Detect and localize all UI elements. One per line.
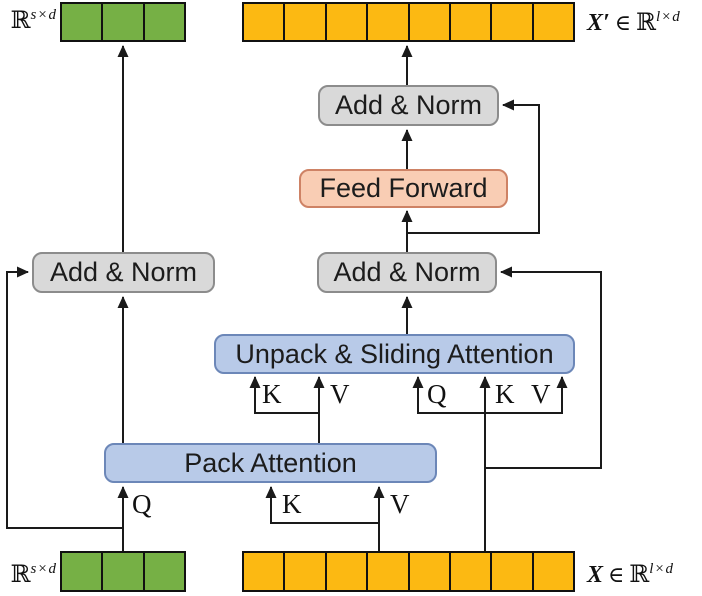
wire-x-to-unpack-v <box>485 376 568 414</box>
packed-input-bar <box>60 551 186 592</box>
element-of-symbol: ∈ <box>608 562 625 587</box>
unpack-left-k-label: K <box>262 379 282 409</box>
unpacked-input-bar <box>242 551 575 592</box>
unpack-sliding-attention-block: Unpack & Sliding Attention <box>214 334 575 374</box>
token-cell <box>492 553 534 590</box>
tensor-label-bottom-left: ℝs×d <box>0 561 57 588</box>
token-cell <box>145 553 184 590</box>
tensor-label-top-left: ℝs×d <box>0 7 57 34</box>
pack-v-label: V <box>390 489 410 519</box>
unpacked-output-bar <box>242 2 575 42</box>
token-cell <box>103 4 145 40</box>
tensor-superscript: s×d <box>30 561 57 577</box>
unpack-left-v-label: V <box>330 379 350 409</box>
set-symbol: ℝ <box>629 560 650 588</box>
set-symbol: ℝ <box>636 8 657 36</box>
token-cell <box>244 4 286 40</box>
wire-pack-to-unpack-k <box>249 376 319 414</box>
feed-forward-block: Feed Forward <box>299 169 508 208</box>
token-cell <box>327 553 369 590</box>
wire-x-to-pack-k <box>265 486 379 524</box>
tensor-superscript: l×d <box>649 561 675 577</box>
unpack-right-k-label: K <box>495 379 515 409</box>
token-cell <box>534 553 573 590</box>
token-cell <box>103 553 145 590</box>
token-cell <box>62 4 104 40</box>
unpack-right-q-label: Q <box>427 379 447 409</box>
token-cell <box>285 553 327 590</box>
tensor-label-top-right: X′∈ℝl×d <box>587 9 681 36</box>
set-symbol: ℝ <box>10 6 31 34</box>
token-cell <box>285 4 327 40</box>
pack-q-label: Q <box>132 489 152 519</box>
tensor-superscript: s×d <box>30 7 57 23</box>
token-cell <box>410 4 451 40</box>
token-cell <box>492 4 534 40</box>
token-cell <box>451 553 493 590</box>
wire-ff-residual <box>407 99 540 234</box>
token-cell <box>534 4 573 40</box>
tensor-label-bottom-right: X∈ℝl×d <box>587 561 674 588</box>
token-cell <box>451 4 493 40</box>
tensor-var: X <box>587 562 604 588</box>
add-norm-mid-block: Add & Norm <box>317 252 497 293</box>
token-cell <box>327 4 369 40</box>
unpack-right-v-label: V <box>531 379 551 409</box>
tensor-var: X′ <box>587 10 610 36</box>
token-cell <box>62 553 104 590</box>
wire-x-residual-to-addnorm-mid <box>485 266 602 469</box>
wire-s-residual-to-addnorm-left <box>6 266 123 529</box>
token-cell <box>410 553 451 590</box>
packed-output-bar <box>60 2 186 42</box>
tensor-superscript: l×d <box>656 9 681 25</box>
token-cell <box>368 4 410 40</box>
pack-attention-block: Pack Attention <box>104 443 437 483</box>
add-norm-left-block: Add & Norm <box>32 252 215 293</box>
element-of-symbol: ∈ <box>614 10 632 35</box>
pack-k-label: K <box>282 489 302 519</box>
add-norm-top-block: Add & Norm <box>318 85 499 126</box>
token-cell <box>145 4 184 40</box>
token-cell <box>244 553 286 590</box>
wire-x-to-unpack-q <box>412 376 485 414</box>
token-cell <box>368 553 410 590</box>
set-symbol: ℝ <box>10 560 31 588</box>
